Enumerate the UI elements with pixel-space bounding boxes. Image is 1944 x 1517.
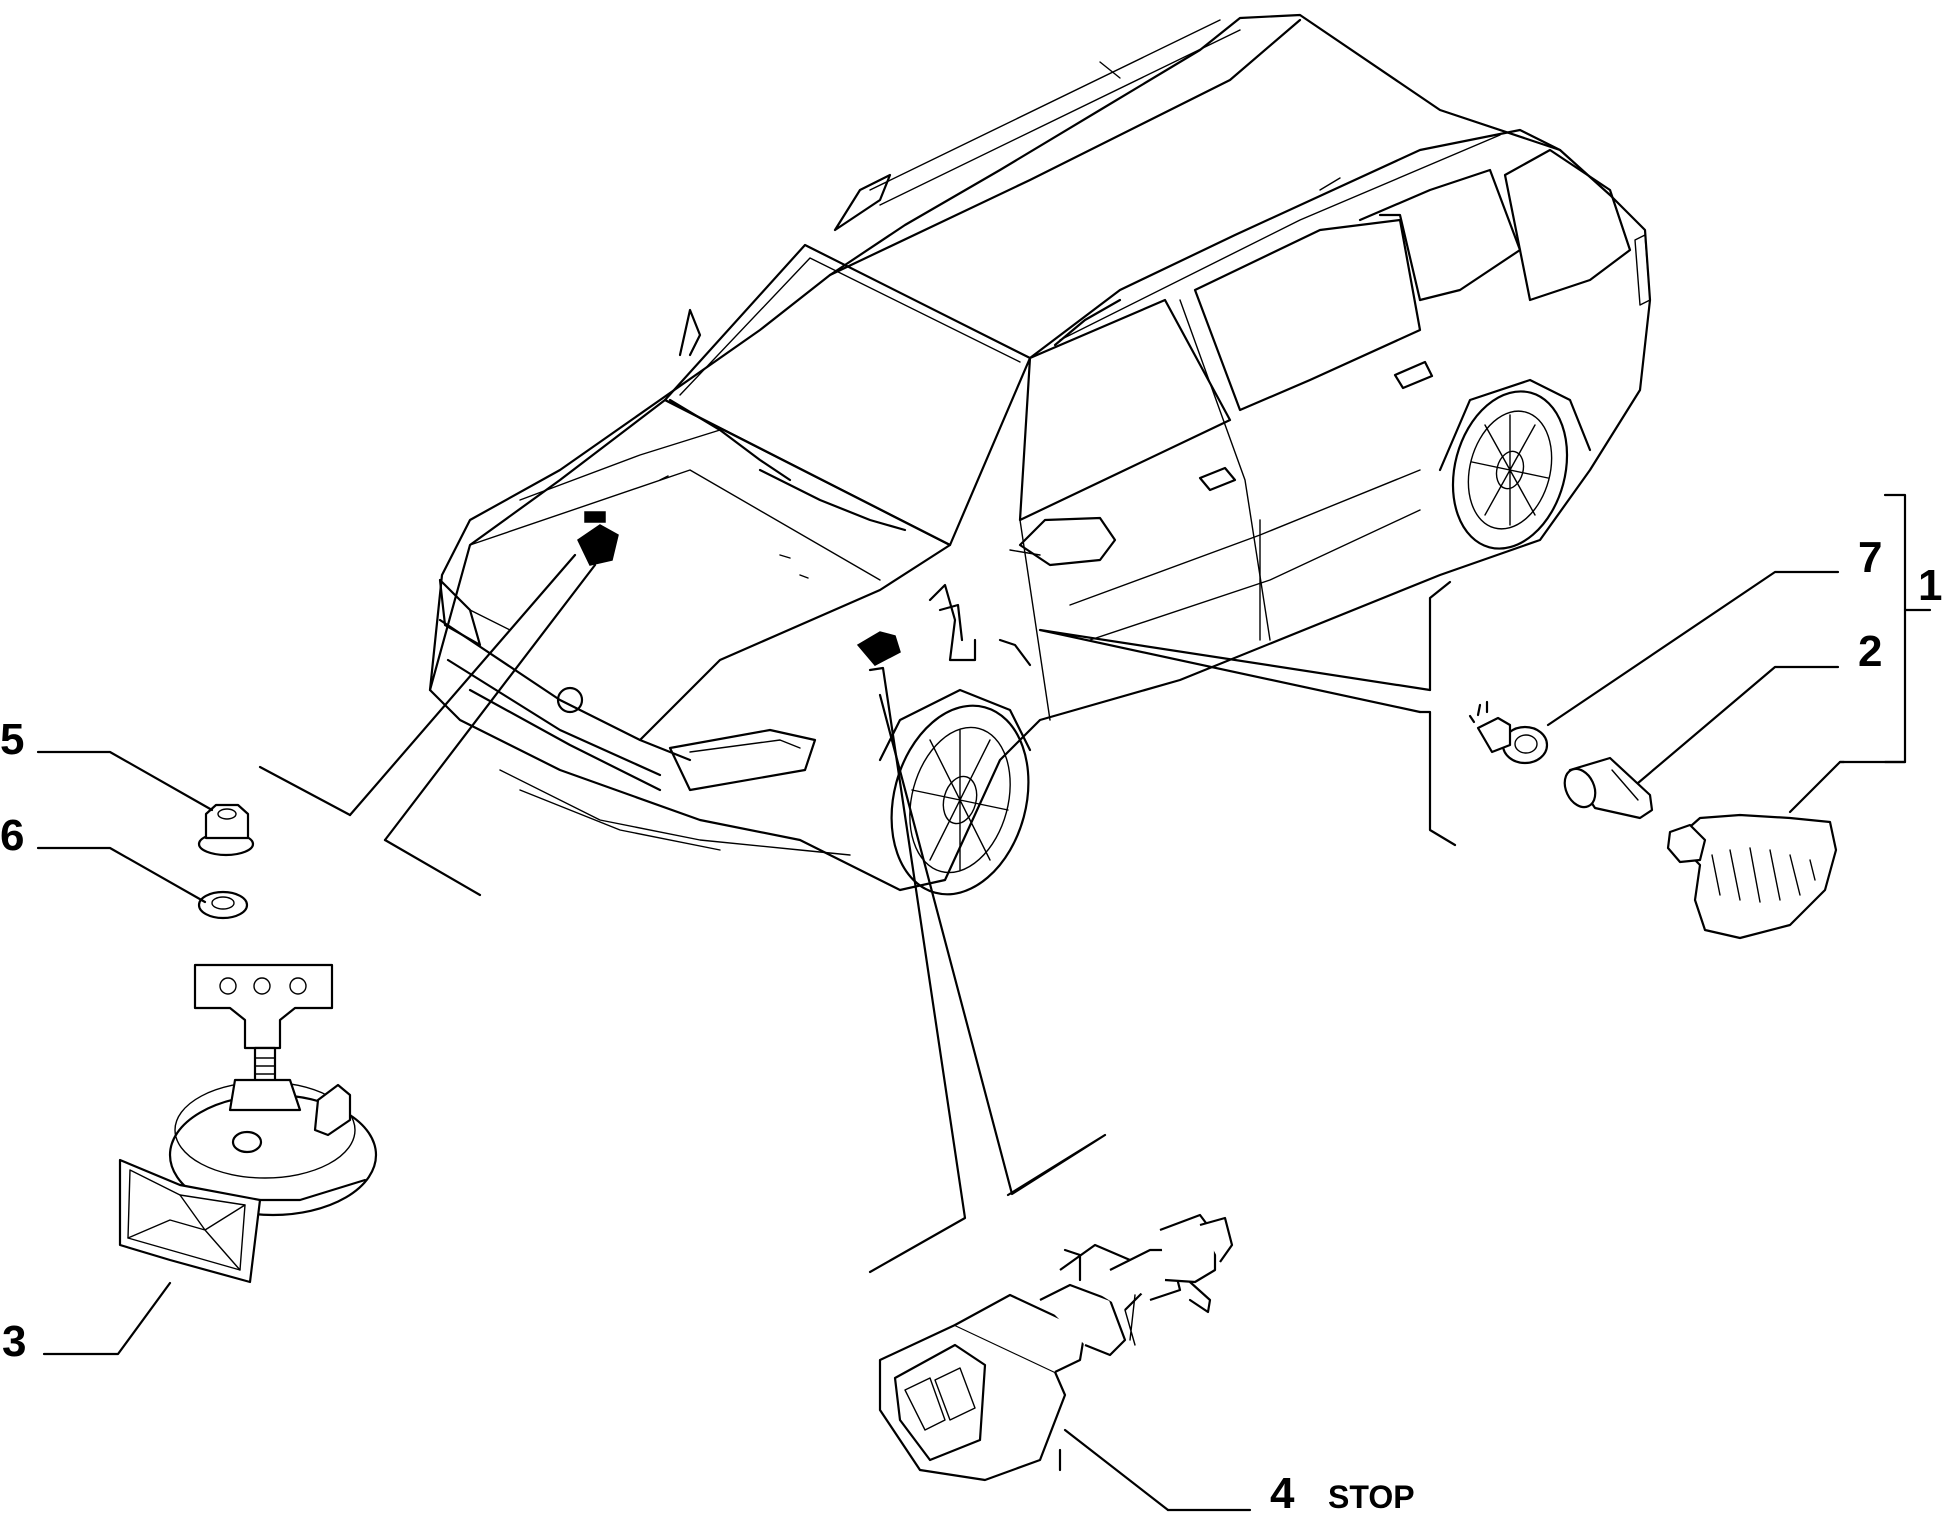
horn-part (118, 963, 378, 1284)
callout-4: 4 (1270, 1469, 1295, 1512)
callout-6: 6 (0, 811, 24, 860)
callout-3: 3 (2, 1317, 26, 1366)
callout-4-suffix: STOP (1328, 1479, 1415, 1512)
leader-lines (36, 493, 1932, 1512)
bulb-part (1563, 756, 1654, 820)
callout-7: 7 (1858, 533, 1882, 582)
callout-2: 2 (1858, 627, 1882, 676)
callout-1: 1 (1918, 561, 1942, 610)
callout-5: 5 (0, 715, 24, 764)
side-repeater-lamp-part (1666, 813, 1838, 940)
callout-labels: 1 2 3 4 STOP 5 6 7 (0, 533, 1942, 1517)
car-illustration (428, 13, 1652, 896)
nut-part (197, 803, 255, 857)
washer-part (197, 890, 249, 920)
brake-switch-part (878, 1213, 1234, 1482)
bulb-holder-part (1468, 700, 1549, 765)
